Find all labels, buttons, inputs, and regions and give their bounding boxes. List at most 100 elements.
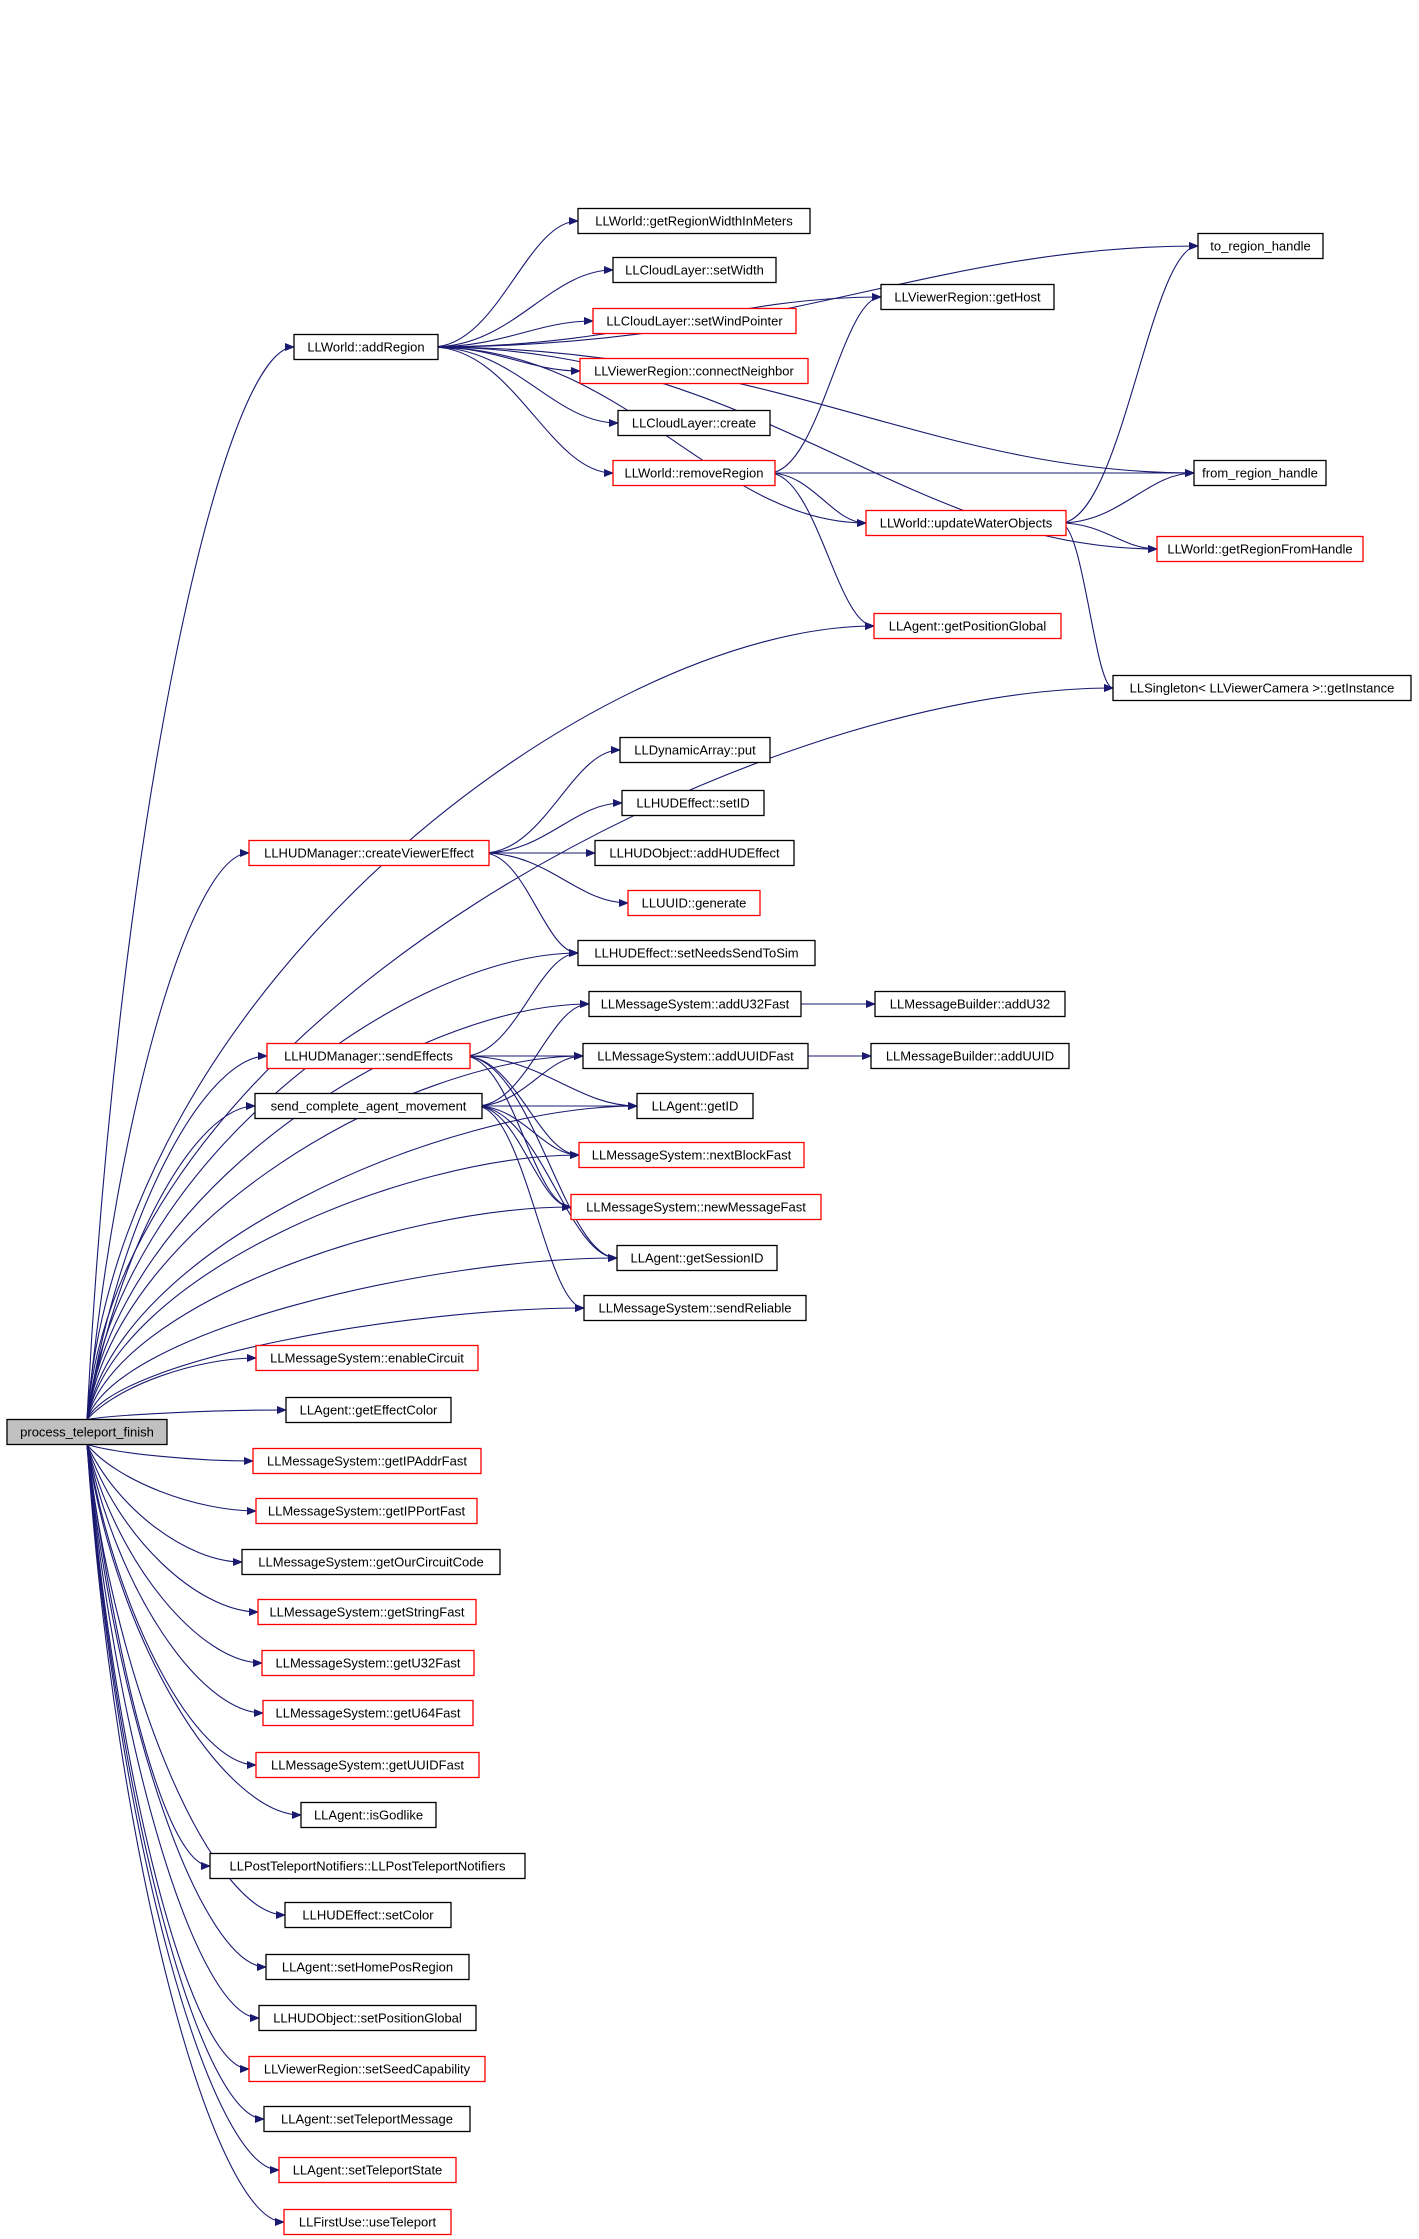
- node-label: LLViewerRegion::connectNeighbor: [594, 364, 794, 379]
- node-label: process_teleport_finish: [20, 1425, 154, 1440]
- node-label: LLAgent::setTeleportState: [293, 2163, 443, 2178]
- node-label: LLAgent::getEffectColor: [300, 1403, 438, 1418]
- node-getRegionWidth[interactable]: LLWorld::getRegionWidthInMeters: [577, 207, 811, 235]
- node-mbAddU32[interactable]: LLMessageBuilder::addU32: [874, 990, 1066, 1018]
- node-box: [266, 1042, 471, 1070]
- node-label: LLMessageSystem::getIPAddrFast: [267, 1454, 467, 1469]
- node-addHUDEffect[interactable]: LLHUDObject::addHUDEffect: [594, 839, 795, 867]
- node-newMessage[interactable]: LLMessageSystem::newMessageFast: [570, 1193, 822, 1221]
- node-mbAddUUID[interactable]: LLMessageBuilder::addUUID: [870, 1042, 1070, 1070]
- node-stringFast[interactable]: LLMessageSystem::getStringFast: [257, 1598, 477, 1626]
- edge-updateWater-to-toRegion: [1059, 242, 1199, 524]
- node-singleton[interactable]: LLSingleton< LLViewerCamera >::getInstan…: [1112, 674, 1412, 702]
- node-toRegion[interactable]: to_region_handle: [1197, 232, 1324, 260]
- node-label: LLDynamicArray::put: [634, 743, 756, 758]
- node-teleMsg[interactable]: LLAgent::setTeleportMessage: [263, 2105, 471, 2133]
- node-teleState[interactable]: LLAgent::setTeleportState: [278, 2156, 457, 2184]
- node-circuitCode[interactable]: LLMessageSystem::getOurCircuitCode: [241, 1548, 501, 1576]
- node-box: [621, 789, 765, 817]
- node-box: [1112, 674, 1412, 702]
- edge-root-to-nextBlock: [86, 1151, 580, 1420]
- edge-sendComplete-to-newMessage: [475, 1105, 572, 1211]
- edge-addRegion-to-removeRegion: [431, 346, 614, 477]
- node-createEffect[interactable]: LLHUDManager::createViewerEffect: [248, 839, 490, 867]
- node-seedCap[interactable]: LLViewerRegion::setSeedCapability: [248, 2055, 486, 2083]
- node-useTeleport[interactable]: LLFirstUse::useTeleport: [283, 2208, 452, 2236]
- edge-root-to-singleton: [86, 684, 1114, 1420]
- node-label: LLFirstUse::useTeleport: [299, 2215, 437, 2230]
- node-box: [570, 1193, 822, 1221]
- node-box: [594, 839, 795, 867]
- node-box: [582, 1042, 809, 1070]
- node-cloudSetWidth[interactable]: LLCloudLayer::setWidth: [612, 256, 777, 284]
- node-hudSetColor[interactable]: LLHUDEffect::setColor: [284, 1901, 452, 1929]
- node-sendEffects[interactable]: LLHUDManager::sendEffects: [266, 1042, 471, 1070]
- edge-createEffect-to-dynPut: [482, 746, 621, 854]
- node-sendComplete[interactable]: send_complete_agent_movement: [254, 1092, 483, 1120]
- node-fromRegion[interactable]: from_region_handle: [1193, 459, 1327, 487]
- node-getRegionFromHandle[interactable]: LLWorld::getRegionFromHandle: [1156, 535, 1364, 563]
- edge-root-to-stringFast: [86, 1444, 259, 1616]
- edge-root-to-effectColor: [86, 1406, 287, 1421]
- node-hudSetID[interactable]: LLHUDEffect::setID: [621, 789, 765, 817]
- edge-root-to-homePos: [86, 1444, 267, 1971]
- node-label: LLHUDManager::createViewerEffect: [264, 846, 474, 861]
- node-homePos[interactable]: LLAgent::setHomePosRegion: [265, 1953, 470, 1981]
- node-addU32Fast[interactable]: LLMessageSystem::addU32Fast: [588, 990, 802, 1018]
- node-addUUIDFast[interactable]: LLMessageSystem::addUUIDFast: [582, 1042, 809, 1070]
- node-box: [255, 1497, 478, 1525]
- node-needsSend[interactable]: LLHUDEffect::setNeedsSendToSim: [577, 939, 816, 967]
- node-label: LLMessageSystem::sendReliable: [599, 1301, 792, 1316]
- node-box: [617, 409, 771, 437]
- node-box: [262, 1699, 474, 1727]
- node-box: [6, 1418, 168, 1446]
- node-label: LLSingleton< LLViewerCamera >::getInstan…: [1130, 681, 1395, 696]
- edge-root-to-sendReliable: [86, 1304, 585, 1420]
- node-updateWater[interactable]: LLWorld::updateWaterObjects: [865, 509, 1067, 537]
- node-label: LLMessageSystem::getStringFast: [269, 1605, 464, 1620]
- node-sessionID[interactable]: LLAgent::getSessionID: [616, 1244, 778, 1272]
- node-postTeleport[interactable]: LLPostTeleportNotifiers::LLPostTeleportN…: [209, 1852, 526, 1880]
- node-cloudSetWind[interactable]: LLCloudLayer::setWindPointer: [592, 307, 797, 335]
- node-cloudCreate[interactable]: LLCloudLayer::create: [617, 409, 771, 437]
- node-box: [300, 1801, 437, 1829]
- node-isGodlike[interactable]: LLAgent::isGodlike: [300, 1801, 437, 1829]
- node-ipPort[interactable]: LLMessageSystem::getIPPortFast: [255, 1497, 478, 1525]
- edge-updateWater-to-singleton: [1059, 522, 1114, 692]
- node-box: [1156, 535, 1364, 563]
- node-addRegion[interactable]: LLWorld::addRegion: [293, 333, 439, 361]
- edge-root-to-teleState: [86, 1444, 280, 2174]
- edge-sendEffects-to-needsSend: [463, 949, 579, 1057]
- node-label: LLCloudLayer::setWindPointer: [606, 314, 783, 329]
- edge-addRegion-to-cloudCreate: [431, 346, 619, 427]
- node-uuidFast[interactable]: LLMessageSystem::getUUIDFast: [255, 1751, 480, 1779]
- node-label: LLCloudLayer::create: [632, 416, 756, 431]
- node-box: [241, 1548, 501, 1576]
- edge-root-to-ipPort: [86, 1444, 257, 1515]
- node-u32Fast[interactable]: LLMessageSystem::getU32Fast: [261, 1649, 475, 1677]
- node-root[interactable]: process_teleport_finish: [6, 1418, 168, 1446]
- node-label: LLWorld::updateWaterObjects: [880, 516, 1053, 531]
- node-getHost[interactable]: LLViewerRegion::getHost: [880, 283, 1055, 311]
- node-hudSetPos[interactable]: LLHUDObject::setPositionGlobal: [258, 2004, 477, 2032]
- node-label: LLAgent::getID: [652, 1099, 739, 1114]
- node-ipAddr[interactable]: LLMessageSystem::getIPAddrFast: [252, 1447, 482, 1475]
- node-box: [612, 256, 777, 284]
- node-sendReliable[interactable]: LLMessageSystem::sendReliable: [583, 1294, 807, 1322]
- node-getPosGlobal[interactable]: LLAgent::getPositionGlobal: [873, 612, 1062, 640]
- edge-createEffect-to-uuidGen: [482, 852, 629, 907]
- node-connectNeighbor[interactable]: LLViewerRegion::connectNeighbor: [579, 357, 809, 385]
- node-box: [261, 1649, 475, 1677]
- node-dynPut[interactable]: LLDynamicArray::put: [619, 736, 771, 764]
- node-agentGetID[interactable]: LLAgent::getID: [636, 1092, 754, 1120]
- node-enableCircuit[interactable]: LLMessageSystem::enableCircuit: [255, 1344, 479, 1372]
- node-box: [258, 2004, 477, 2032]
- node-u64Fast[interactable]: LLMessageSystem::getU64Fast: [262, 1699, 474, 1727]
- node-removeRegion[interactable]: LLWorld::removeRegion: [612, 459, 776, 487]
- node-effectColor[interactable]: LLAgent::getEffectColor: [285, 1396, 452, 1424]
- node-nextBlock[interactable]: LLMessageSystem::nextBlockFast: [578, 1141, 805, 1169]
- edge-root-to-isGodlike: [86, 1444, 302, 1819]
- edge-root-to-needsSend: [86, 949, 579, 1420]
- node-uuidGen[interactable]: LLUUID::generate: [627, 889, 761, 917]
